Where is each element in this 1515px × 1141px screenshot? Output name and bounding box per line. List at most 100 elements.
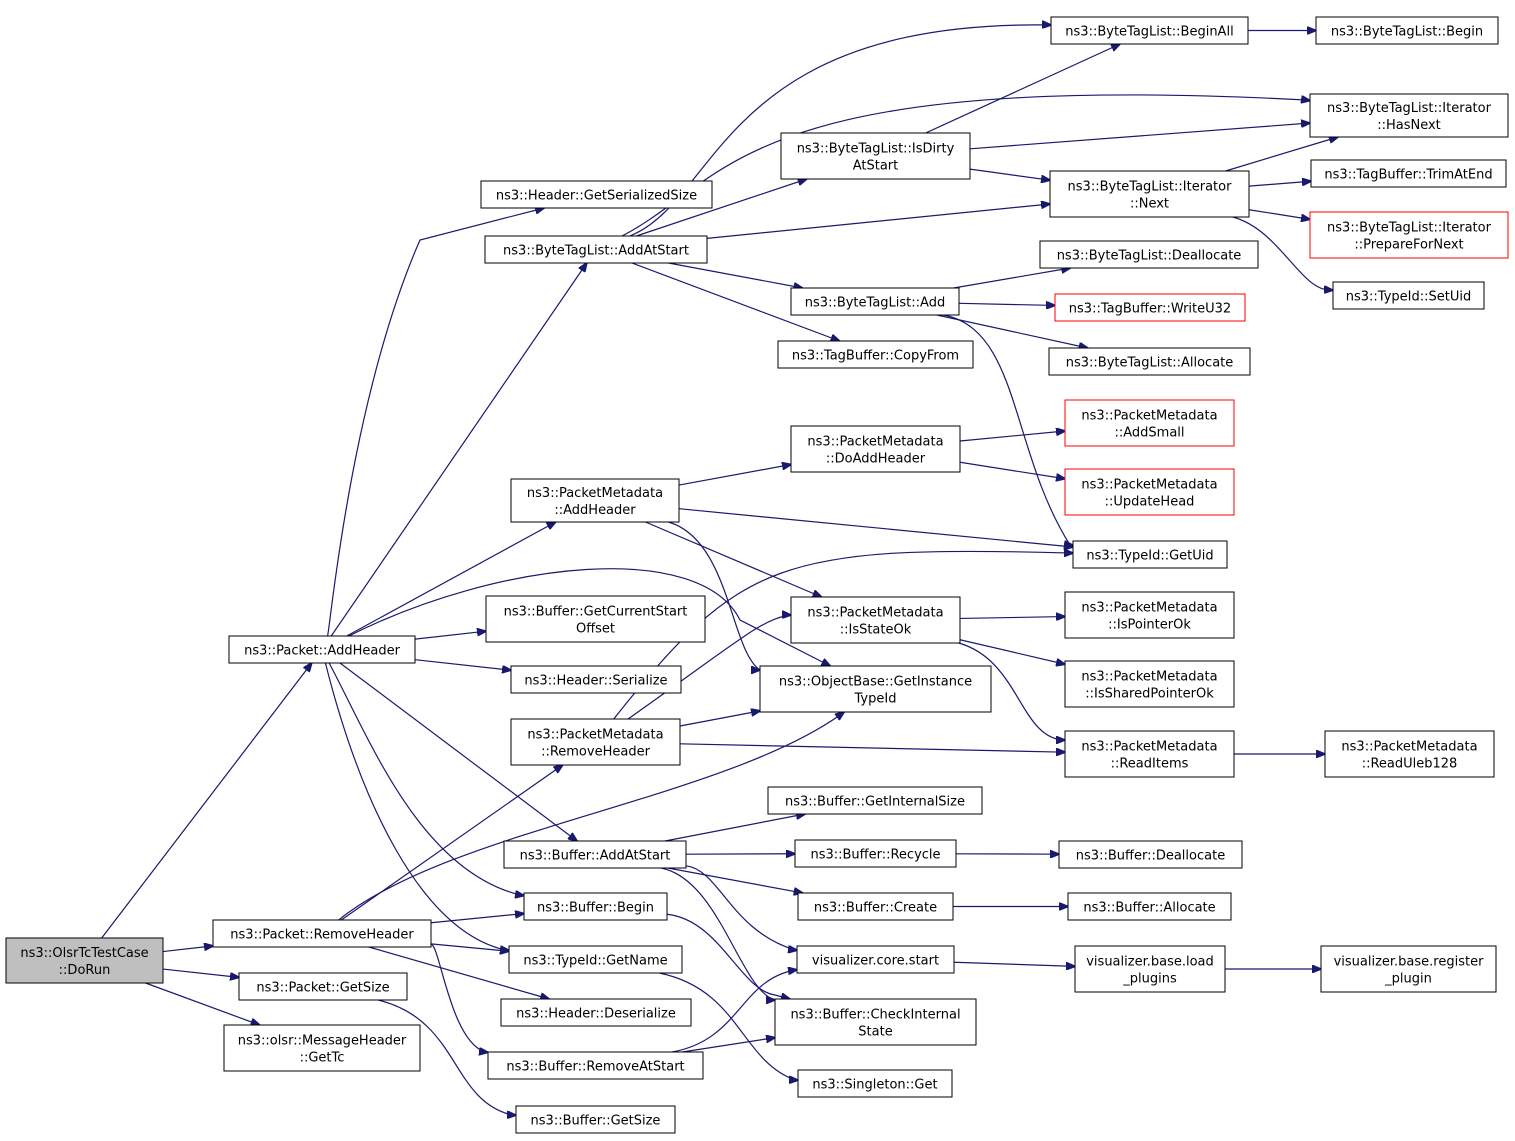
- node-box: [759, 665, 992, 713]
- call-edge: [685, 865, 797, 950]
- node-box: [1309, 211, 1509, 259]
- node-buffer-recycle[interactable]: ns3::Buffer::Recycle: [794, 839, 957, 868]
- node-label: ns3::TypeId::SetUid: [1346, 290, 1471, 305]
- call-edge: [969, 123, 1310, 150]
- call-edge: [969, 168, 1050, 180]
- node-box: [1048, 347, 1251, 376]
- node-pm-add-small[interactable]: ns3::PacketMetadata::AddSmall: [1064, 399, 1235, 447]
- node-btl-allocate[interactable]: ns3::ByteTagList::Allocate: [1048, 347, 1251, 376]
- node-btl-add[interactable]: ns3::ByteTagList::Add: [790, 287, 960, 316]
- node-pm-update-head[interactable]: ns3::PacketMetadata::UpdateHead: [1064, 468, 1235, 516]
- node-byte-tag-list-add-at-start[interactable]: ns3::ByteTagList::AddAtStart: [484, 235, 708, 264]
- node-buffer-get-internal-size[interactable]: ns3::Buffer::GetInternalSize: [767, 786, 983, 815]
- node-box: [510, 478, 680, 523]
- node-do-run[interactable]: ns3::OlsrTcTestCase::DoRun: [5, 937, 164, 984]
- node-box: [223, 1024, 421, 1072]
- node-type-id-get-name[interactable]: ns3::TypeId::GetName: [508, 945, 683, 974]
- node-label: State: [858, 1025, 892, 1040]
- call-edge: [682, 1038, 775, 1053]
- node-visualizer-base-load-plugins[interactable]: visualizer.base.load_plugins: [1074, 945, 1226, 993]
- node-box: [774, 998, 977, 1046]
- node-label: ns3::PacketMetadata: [1081, 740, 1217, 755]
- node-box: [1074, 945, 1226, 993]
- call-edge: [678, 465, 791, 486]
- node-btl-begin-all[interactable]: ns3::ByteTagList::BeginAll: [1050, 16, 1249, 45]
- call-edge: [430, 943, 509, 951]
- node-singleton-get[interactable]: ns3::Singleton::Get: [797, 1069, 953, 1098]
- node-packet-remove-header[interactable]: ns3::Packet::RemoveHeader: [212, 919, 432, 948]
- node-box: [1064, 730, 1235, 778]
- call-edge: [666, 913, 790, 999]
- node-pm-is-state-ok[interactable]: ns3::PacketMetadata::IsStateOk: [790, 596, 961, 644]
- node-buffer-remove-at-start[interactable]: ns3::Buffer::RemoveAtStart: [487, 1051, 704, 1080]
- node-buffer-allocate[interactable]: ns3::Buffer::Allocate: [1067, 892, 1232, 921]
- node-box: [484, 235, 708, 264]
- node-type-id-set-uid[interactable]: ns3::TypeId::SetUid: [1332, 281, 1485, 310]
- node-label: ns3::ByteTagList::BeginAll: [1065, 25, 1233, 40]
- node-pm-add-header[interactable]: ns3::PacketMetadata::AddHeader: [510, 478, 680, 523]
- node-label: ns3::ByteTagList::IsDirty: [797, 142, 955, 157]
- node-box: [1067, 892, 1232, 921]
- node-pm-read-uleb128[interactable]: ns3::PacketMetadata::ReadUleb128: [1324, 730, 1495, 778]
- node-tag-buffer-write-u32[interactable]: ns3::TagBuffer::WriteU32: [1054, 293, 1246, 322]
- node-label: ns3::Header::Deserialize: [516, 1007, 676, 1022]
- node-pm-is-shared-pointer-ok[interactable]: ns3::PacketMetadata::IsSharedPointerOk: [1064, 660, 1235, 708]
- node-label: ns3::PacketMetadata: [807, 435, 943, 450]
- node-buffer-create[interactable]: ns3::Buffer::Create: [797, 892, 954, 921]
- node-buffer-begin[interactable]: ns3::Buffer::Begin: [523, 892, 668, 921]
- call-edge: [925, 44, 1120, 134]
- node-header-deserialize[interactable]: ns3::Header::Deserialize: [500, 998, 692, 1027]
- node-pm-is-pointer-ok[interactable]: ns3::PacketMetadata::IsPointerOk: [1064, 591, 1235, 639]
- node-buffer-add-at-start[interactable]: ns3::Buffer::AddAtStart: [503, 840, 687, 869]
- call-edge: [943, 314, 1073, 545]
- node-visualizer-base-register-plugin[interactable]: visualizer.base.register_plugin: [1320, 945, 1497, 993]
- call-nodes: ns3::OlsrTcTestCase::DoRun ns3::Packet::A…: [5, 16, 1509, 1134]
- node-buffer-get-size[interactable]: ns3::Buffer::GetSize: [515, 1105, 676, 1134]
- node-btl-deallocate[interactable]: ns3::ByteTagList::Deallocate: [1039, 240, 1259, 269]
- call-edge: [1232, 216, 1333, 290]
- node-pm-remove-header[interactable]: ns3::PacketMetadata::RemoveHeader: [510, 718, 681, 766]
- node-label: ::PrepareForNext: [1354, 238, 1463, 253]
- node-label: ns3::ByteTagList::Deallocate: [1057, 249, 1242, 264]
- call-edge: [706, 204, 1050, 239]
- node-buffer-deallocate[interactable]: ns3::Buffer::Deallocate: [1058, 840, 1243, 869]
- call-edge: [324, 662, 509, 950]
- node-packet-get-size[interactable]: ns3::Packet::GetSize: [238, 972, 408, 1001]
- node-label: ns3::OlsrTcTestCase: [20, 946, 148, 961]
- call-edge: [661, 867, 775, 1000]
- node-tag-buffer-copy-from[interactable]: ns3::TagBuffer::CopyFrom: [777, 340, 974, 369]
- node-box: [510, 718, 681, 766]
- node-visualizer-core-start[interactable]: visualizer.core.start: [796, 945, 955, 974]
- node-box: [790, 596, 961, 644]
- call-edge: [636, 179, 806, 237]
- node-label: ::IsStateOk: [840, 623, 912, 638]
- call-edge: [959, 431, 1065, 442]
- node-btl-iter-prepare-for-next[interactable]: ns3::ByteTagList::Iterator::PrepareForNe…: [1309, 211, 1509, 259]
- node-label: ns3::TypeId::GetUid: [1086, 549, 1213, 564]
- node-label: ns3::ByteTagList::Add: [805, 296, 945, 311]
- node-label: ns3::ObjectBase::GetInstance: [779, 675, 972, 690]
- node-tag-buffer-trim-at-end[interactable]: ns3::TagBuffer::TrimAtEnd: [1310, 159, 1507, 188]
- node-box: [1064, 468, 1235, 516]
- node-box: [794, 839, 957, 868]
- node-btl-iter-has-next[interactable]: ns3::ByteTagList::Iterator::HasNext: [1309, 93, 1509, 138]
- node-label: ns3::olsr::MessageHeader: [238, 1034, 407, 1049]
- node-box: [1324, 730, 1495, 778]
- call-edge: [1248, 181, 1311, 187]
- node-box: [503, 840, 687, 869]
- node-type-id-get-uid[interactable]: ns3::TypeId::GetUid: [1072, 540, 1228, 569]
- node-msg-header-get-tc[interactable]: ns3::olsr::MessageHeader::GetTc: [223, 1024, 421, 1072]
- node-pm-do-add-header[interactable]: ns3::PacketMetadata::DoAddHeader: [790, 425, 961, 473]
- node-pm-read-items[interactable]: ns3::PacketMetadata::ReadItems: [1064, 730, 1235, 778]
- node-header-get-serialized-size[interactable]: ns3::Header::GetSerializedSize: [480, 180, 713, 209]
- call-edge: [339, 662, 577, 841]
- node-btl-begin[interactable]: ns3::ByteTagList::Begin: [1315, 16, 1499, 45]
- node-header-serialize[interactable]: ns3::Header::Serialize: [510, 665, 682, 694]
- node-packet-add-header[interactable]: ns3::Packet::AddHeader: [228, 635, 416, 664]
- node-label: TypeId: [854, 692, 897, 707]
- node-btl-iter-next[interactable]: ns3::ByteTagList::Iterator::Next: [1049, 170, 1250, 218]
